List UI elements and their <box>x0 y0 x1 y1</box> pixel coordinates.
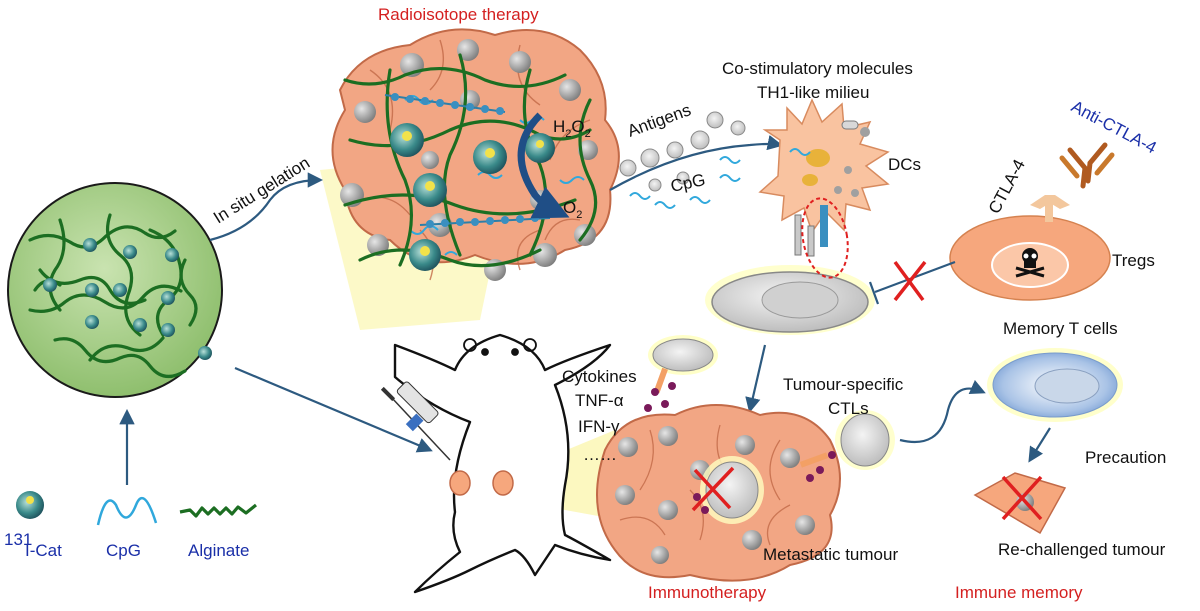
mouse-face <box>463 338 537 356</box>
precaution-label: Precaution <box>1085 448 1166 467</box>
ctla4-label: CTLA-4 <box>985 156 1029 217</box>
h2o2-to-o2-arrow <box>517 112 570 219</box>
immune-memory-title: Immune memory <box>955 583 1083 602</box>
costim-line1: Co-stimulatory molecules <box>722 59 913 78</box>
cpg-mid-label: CpG <box>669 170 707 196</box>
ifn-label: IFN-γ <box>578 417 620 436</box>
syringe-icon <box>380 381 451 461</box>
treg-inhibition-blocked <box>868 260 956 305</box>
metastatic-tumour-label: Metastatic tumour <box>763 545 898 564</box>
cytokines-label: Cytokines <box>562 367 637 386</box>
tnf-label: TNF-α <box>575 391 624 410</box>
hydrogel-circle <box>7 182 223 398</box>
skull-icon <box>1015 248 1045 278</box>
metastatic-tumour <box>596 404 841 582</box>
synapse-highlight <box>801 197 849 279</box>
primary-tumour-site <box>449 470 471 496</box>
rechallenged-tumour <box>973 472 1067 535</box>
antigens-label: Antigens <box>625 100 694 140</box>
mouse-illustration <box>393 333 612 594</box>
antigen-particles <box>619 111 746 192</box>
t-cell-activation <box>705 197 875 335</box>
treg-cell <box>949 195 1111 301</box>
in-situ-gelation-label: In situ gelation <box>210 153 313 227</box>
alginate-legend-label: Alginate <box>188 541 249 560</box>
cpg-legend-label: CpG <box>106 541 141 560</box>
tumour-gel-cluster <box>331 28 620 281</box>
tumour-specific-ctl <box>799 410 895 482</box>
rechallenged-tumour-label: Re-challenged tumour <box>998 540 1166 559</box>
arrow-in-situ-gelation <box>209 172 324 242</box>
memory-t-cells-label: Memory T cells <box>1003 319 1118 338</box>
memory-t-cell <box>987 348 1123 422</box>
cpg-particles <box>629 156 741 209</box>
ellipsis-label: …… <box>583 445 617 464</box>
dcs-label: DCs <box>888 155 921 174</box>
tregs-label: Tregs <box>1112 251 1155 270</box>
alginate-legend-icon <box>179 503 257 518</box>
cat-legend-sup: 131 <box>4 530 32 549</box>
cytokine-t-cell <box>644 335 718 412</box>
h2o2-label: H2O2 <box>553 117 591 140</box>
arrow-to-dcs <box>609 135 784 191</box>
arrow-gel-to-injection <box>234 366 433 453</box>
ctls-label: CTLs <box>828 399 869 418</box>
costim-line2: TH1-like milieu <box>757 83 869 102</box>
immunotherapy-title: Immunotherapy <box>648 583 767 602</box>
legend: 131 I-Cat CpG Alginate <box>4 491 257 560</box>
arrow-to-memory <box>899 379 986 444</box>
cat-nanoparticles <box>43 238 212 360</box>
distant-tumour-site <box>492 470 514 496</box>
anti-ctla4-antibody-icon <box>1059 142 1115 189</box>
anti-ctla4-label: Anti-CTLA-4 <box>1068 97 1160 158</box>
cpg-legend-icon <box>96 496 158 526</box>
o2-label: O2 <box>563 198 582 221</box>
radioisotope-therapy-title: Radioisotope therapy <box>378 5 539 24</box>
arrow-tcell-to-ctls <box>745 344 767 414</box>
cat-legend-label: I-Cat <box>25 541 62 560</box>
dendritic-cell <box>758 98 890 234</box>
arrow-memory-to-rechallenge <box>1028 427 1051 463</box>
tumour-specific-label: Tumour-specific <box>783 375 904 394</box>
cat-legend-icon <box>16 491 44 519</box>
